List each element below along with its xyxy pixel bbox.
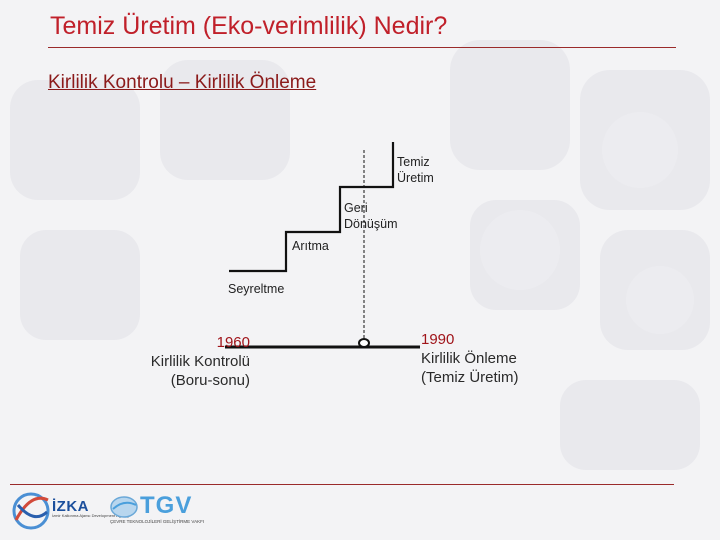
- tgv-logo-text: TGV: [140, 492, 193, 519]
- timeline-marker-icon: [358, 338, 370, 348]
- step-label-temiz-uretim: Temiz Üretim: [397, 155, 434, 185]
- timeline-left-line1: Kirlilik Kontrolü: [150, 353, 250, 370]
- timeline-left-label: 1960 Kirlilik Kontrolü (Boru-sonu): [120, 333, 250, 390]
- tgv-logo-subtitle: ÇEVRE TEKNOLOJİLERİ GELİŞTİRME VAKFI: [110, 519, 205, 524]
- timeline-left-line2: (Boru-sonu): [170, 372, 250, 389]
- timeline-right-line1: Kirlilik Önleme: [421, 350, 517, 367]
- slide-title: Temiz Üretim (Eko-verimlilik) Nedir?: [50, 12, 448, 40]
- timeline-right-label: 1990 Kirlilik Önleme (Temiz Üretim): [421, 330, 561, 387]
- footer-divider: [10, 484, 674, 485]
- timeline-right-line2: (Temiz Üretim): [421, 369, 519, 386]
- staircase-line: [229, 142, 395, 273]
- izka-logo-text: İZKA: [52, 498, 89, 515]
- slide-subtitle: Kirlilik Kontrolu – Kirlilik Önleme: [48, 72, 317, 93]
- timeline-left-year: 1960: [216, 334, 250, 351]
- step-label-aritma: Arıtma: [292, 239, 329, 253]
- step-label-geri-donusum: Geri Dönüşüm: [344, 201, 398, 231]
- step-label-seyreltme: Seyreltme: [228, 282, 285, 296]
- title-divider: [48, 47, 676, 48]
- izka-logo-subtitle: İzmir Kalkınma Ajansı Development Agency: [52, 513, 130, 518]
- timeline-right-year: 1990: [421, 331, 455, 348]
